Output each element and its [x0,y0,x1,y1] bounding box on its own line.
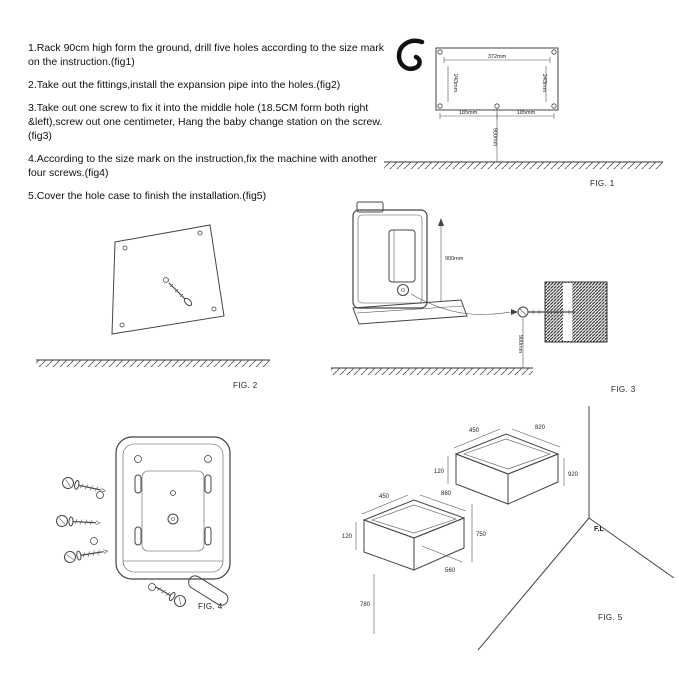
fig5-unit-bottom [362,499,466,571]
step-4: 4.According to the size mark on the inst… [28,152,378,179]
fig5-floor-label: F.L [594,526,604,533]
step-3: 3.Take out one screw to fix it into the … [28,101,383,142]
fig4-caption: FIG. 4 [198,602,223,611]
fig5-dim-floor: 780 [360,602,371,608]
fig5-caption: FIG. 5 [598,613,623,622]
fig4-hole-caps [90,491,156,591]
fig1-caption: FIG. 1 [590,179,615,188]
fig5-bottom-depth: 860 [441,491,452,497]
fig4-drawing: FIG. 4 [56,436,231,611]
fig3-anchor-dimension: 900mm [517,318,524,368]
fig1-dim-right: 243mm [541,74,547,93]
fig4-screw-1 [62,477,106,493]
fig2-screw [168,282,193,307]
fig3-ground-hatch [331,367,533,375]
fig3-anchor-screw [517,306,575,318]
fig5-unit-top-dimensions: 450 820 120 920 [434,425,579,486]
instruction-steps: 1.Rack 90cm high form the ground, drill … [28,42,386,213]
fig2-mounting-plate [111,224,225,335]
fig5-top-width: 450 [469,428,480,434]
fig1-template-plate [435,47,559,111]
fig2-drawing: FIG. 2 [36,224,270,390]
fig4-screw-3 [64,549,109,563]
fig5-top-depth: 820 [535,425,546,431]
fig5-dim-between: 750 [476,532,487,538]
fig1-ground-hatch [384,161,663,169]
fig4-screw-2 [56,515,101,527]
fig5-unit-bottom-dimensions: 450 860 120 560 750 780 [342,491,487,634]
fig3-dim-station: 900mm [445,256,464,262]
fig4-roller [188,575,229,606]
fig5-unit-top [454,433,560,505]
fig2-ground-hatch [36,359,270,367]
fig3-caption: FIG. 3 [611,385,636,394]
step-2: 2.Take out the fittings,install the expa… [28,78,341,91]
step-5: 5.Cover the hole case to finish the inst… [28,189,267,202]
fig3-leader-arrow [410,293,518,315]
fig5-top-height: 120 [434,469,445,475]
fig1-dim-left: 243mm [452,74,458,93]
fig3-station-side-view [352,201,468,325]
fig4-station-front-view [115,436,231,580]
fig1-drawing: 372mm 243mm 243mm 185mm 185mm 900mm FIG.… [384,38,663,188]
fig1-dim-bottom-right: 185mm [517,110,536,116]
fig1-dim-width: 372mm [488,54,507,60]
fig1-dim-height: 900mm [492,128,498,147]
fig5-drawing: F.L 450 820 120 920 450 860 [342,406,675,651]
fig5-bottom-height: 120 [342,534,353,540]
fig3-dim-anchor: 900mm [517,335,523,354]
fig3-station-dimension: 900mm [438,218,464,302]
fig5-bottom-front: 560 [445,568,456,574]
fig5-top-side: 920 [568,472,579,478]
fig2-caption: FIG. 2 [233,381,258,390]
fig5-wall-corner [477,406,675,651]
fig1-dimensions: 372mm 243mm 243mm 185mm 185mm 900mm [439,54,555,162]
fig1-dim-bottom-left: 185mm [459,110,478,116]
step-1: 1.Rack 90cm high form the ground, drill … [28,42,385,68]
fig5-bottom-width: 450 [379,494,390,500]
wall-hook-icon [396,38,425,71]
fig3-drawing: 900mm 900mm FIG. [331,201,636,394]
